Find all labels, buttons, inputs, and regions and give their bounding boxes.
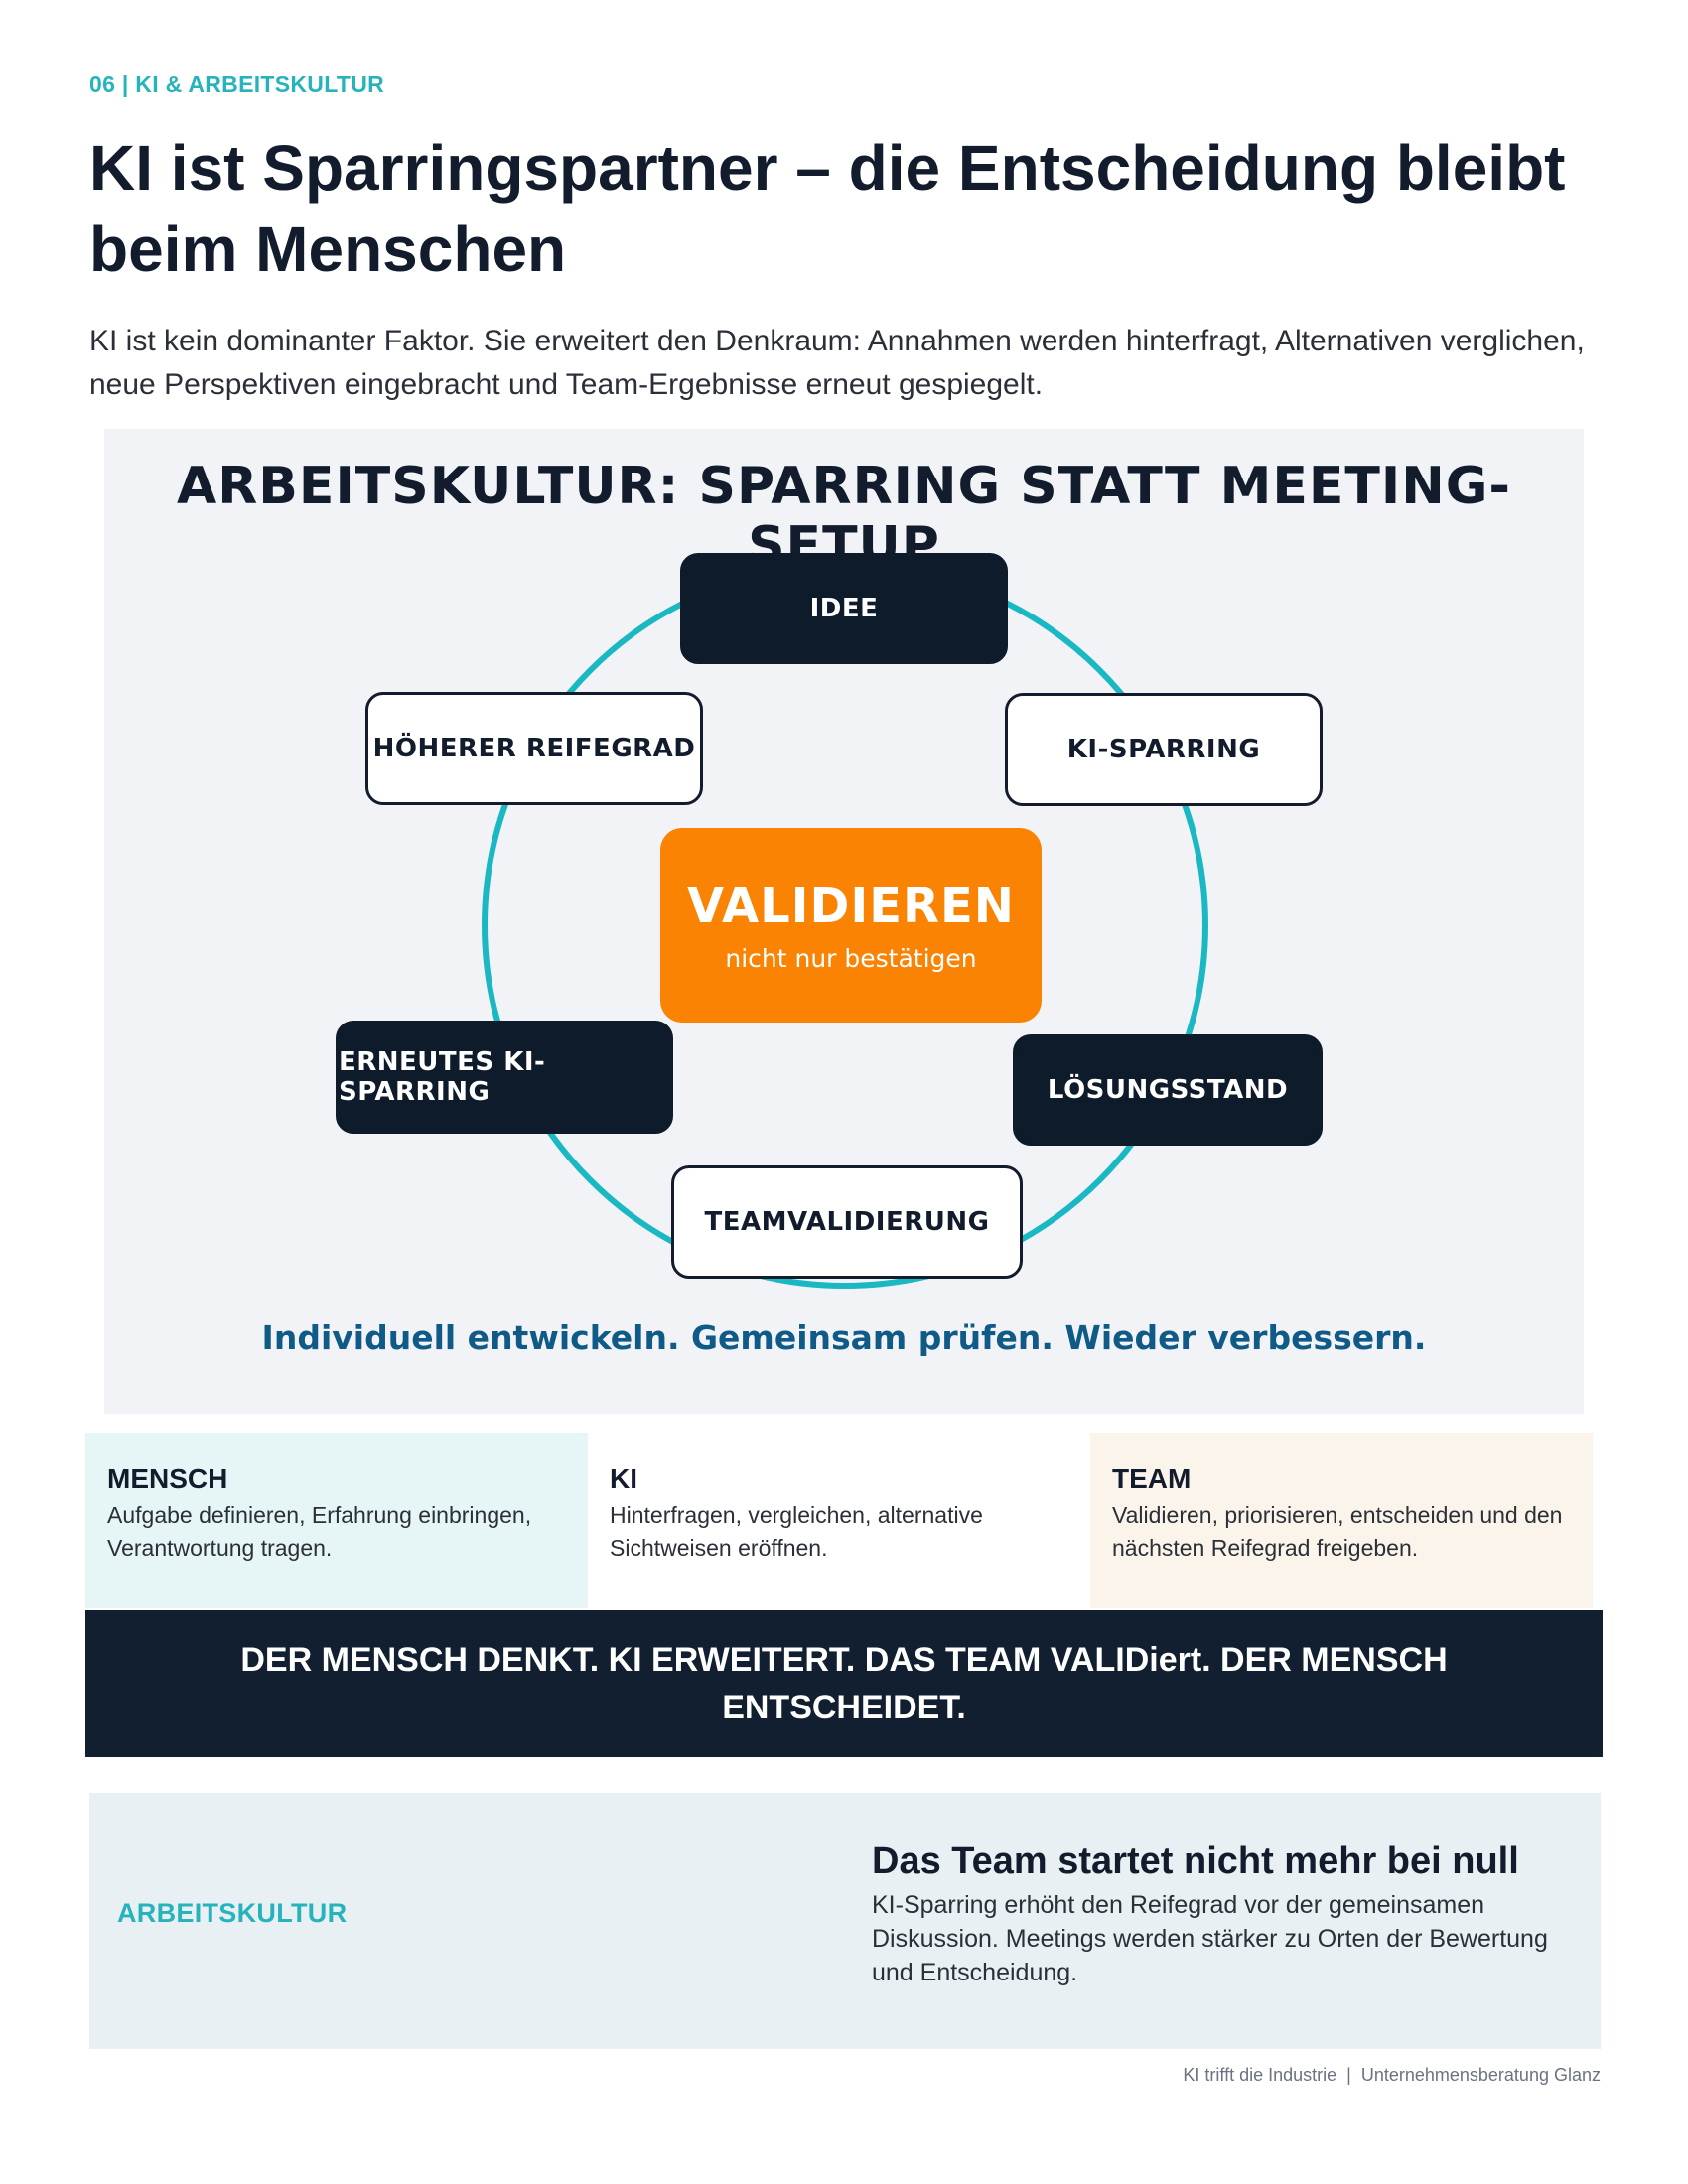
column-text: Hinterfragen, vergleichen, alternative S… [610, 1502, 983, 1561]
principle-banner: DER MENSCH DENKT. KI ERWEITERT. DAS TEAM… [85, 1610, 1603, 1757]
culture-cycle-diagram: ARBEITSKULTUR: SPARRING STATT MEETING-SE… [104, 429, 1584, 1414]
diagram-caption: Individuell entwickeln. Gemeinsam prüfen… [261, 1318, 1427, 1357]
page-footer: KI trifft die Industrie | Unternehmensbe… [1183, 2065, 1601, 2085]
node-erneutes-ki-sparring: ERNEUTES KI-SPARRING [336, 1021, 673, 1134]
diagram-title: ARBEITSKULTUR: SPARRING STATT MEETING-SE… [177, 457, 1511, 576]
node-hoeherer-reifegrad: HÖHERER REIFEGRAD [365, 692, 703, 805]
column-text: Validieren, priorisieren, entscheiden un… [1112, 1502, 1563, 1561]
summary-panel: ARBEITSKULTUR Das Team startet nicht meh… [89, 1793, 1601, 2049]
center-validieren: VALIDIEREN nicht nur bestätigen [660, 828, 1042, 1023]
column-text: Aufgabe definieren, Erfahrung einbringen… [107, 1502, 532, 1561]
panel-label: ARBEITSKULTUR [117, 1898, 348, 1928]
node-loesungsstand: LÖSUNGSSTAND [1013, 1034, 1323, 1146]
panel-body: KI-Sparring erhöht den Reifegrad vor der… [872, 1891, 1548, 1986]
column-ki: KI Hinterfragen, vergleichen, alternativ… [588, 1433, 1090, 1608]
page-title: KI ist Sparringspartner – die Entscheidu… [89, 132, 1566, 285]
node-idee: IDEE [680, 553, 1008, 664]
column-mensch: MENSCH Aufgabe definieren, Erfahrung ein… [85, 1433, 588, 1608]
column-title: KI [610, 1463, 637, 1494]
node-ki-sparring: KI-SPARRING [1005, 693, 1323, 806]
column-team: TEAM Validieren, priorisieren, entscheid… [1090, 1433, 1593, 1608]
column-title: MENSCH [107, 1463, 228, 1494]
column-title: TEAM [1112, 1463, 1192, 1494]
banner-text: DER MENSCH DENKT. KI ERWEITERT. DAS TEAM… [240, 1641, 1448, 1726]
center-sublabel: nicht nur bestätigen [725, 943, 977, 973]
section-eyebrow: 06 | KI & ARBEITSKULTUR [89, 71, 385, 97]
panel-heading: Das Team startet nicht mehr bei null [872, 1841, 1519, 1882]
center-label: VALIDIEREN [687, 878, 1015, 934]
node-teamvalidierung: TEAMVALIDIERUNG [671, 1165, 1023, 1279]
lead-paragraph: KI ist kein dominanter Faktor. Sie erwei… [89, 325, 1585, 401]
